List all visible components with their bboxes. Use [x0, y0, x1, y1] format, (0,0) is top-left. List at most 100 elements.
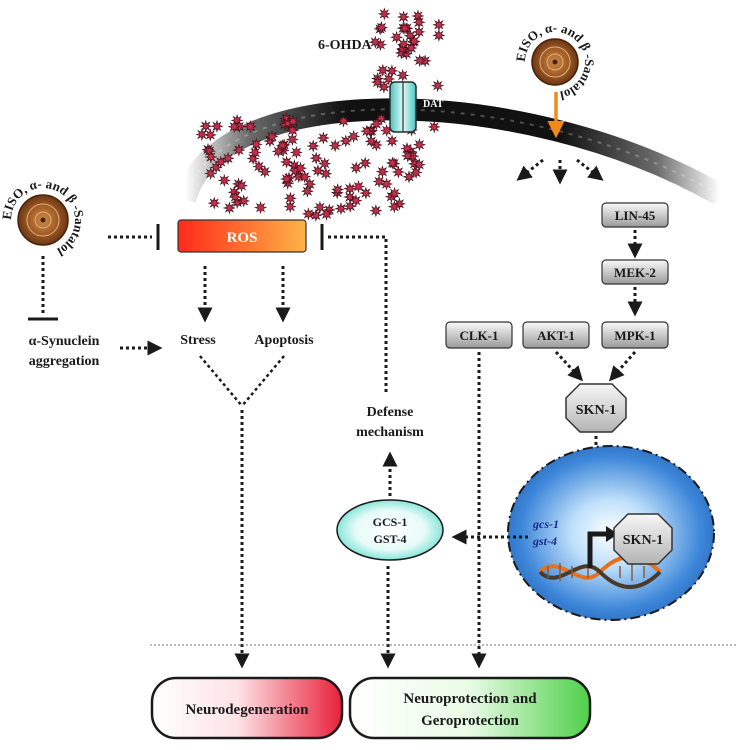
6-ohda-molecule — [396, 68, 410, 82]
6-ohda-molecule — [258, 165, 272, 179]
6-ohda-molecule — [243, 120, 258, 134]
6-ohda-molecule — [349, 161, 363, 175]
6-ohda-molecule — [227, 120, 241, 134]
6-ohda-molecule — [377, 80, 391, 94]
6-ohda-molecule — [358, 156, 372, 170]
neurodegeneration-box: Neurodegeneration — [150, 676, 344, 740]
6-ohda-molecule — [309, 151, 323, 165]
6-ohda-molecule — [396, 10, 411, 24]
6-ohda-molecule — [376, 63, 390, 77]
6-ohda-molecule — [380, 177, 394, 191]
6-ohda-molecule — [391, 165, 405, 179]
6-ohda-molecule — [371, 75, 385, 89]
6-ohda-label: 6-OHDA — [318, 38, 373, 53]
dat-label: DAT — [423, 99, 444, 110]
6-ohda-molecule — [199, 119, 213, 133]
mpk-1-label: MPK-1 — [614, 328, 655, 343]
6-ohda-molecule — [374, 20, 389, 35]
lin-45-label: LIN-45 — [615, 208, 656, 223]
6-ohda-molecule — [339, 134, 353, 148]
6-ohda-molecule — [412, 25, 426, 39]
6-ohda-molecule — [319, 207, 334, 221]
6-ohda-molecule — [217, 173, 231, 187]
6-ohda-molecule — [347, 129, 361, 143]
stress-label: Stress — [180, 333, 216, 348]
6-ohda-molecule — [293, 161, 307, 175]
arrow-akt1-skn1 — [554, 350, 584, 382]
6-ohda-molecule — [280, 172, 294, 186]
gcs-gst-oval: GCS-1 GST-4 — [336, 499, 444, 561]
6-ohda-molecule — [407, 34, 421, 48]
treatment-icon-left — [17, 194, 69, 246]
dat-transporter: DAT — [389, 81, 444, 133]
6-ohda-molecule — [298, 170, 312, 184]
apoptosis-label: Apoptosis — [254, 333, 314, 348]
skn-1-label: SKN-1 — [576, 403, 616, 418]
signal-branch-arrows — [516, 158, 604, 185]
mek-2-label: MEK-2 — [614, 265, 656, 280]
6-ohda-molecule — [431, 79, 445, 93]
6-ohda-molecule — [285, 123, 300, 137]
6-ohda-molecule — [401, 149, 415, 163]
6-ohda-molecule — [397, 37, 411, 51]
defense-inhibits-ros — [326, 235, 388, 392]
6-ohda-molecule — [343, 182, 357, 196]
akt-1-box: AKT-1 — [522, 321, 590, 349]
6-ohda-molecule — [285, 132, 299, 147]
6-ohda-molecule — [377, 7, 391, 21]
6-ohda-molecule — [349, 194, 363, 208]
gene-gst-4: gst-4 — [532, 534, 557, 548]
6-ohda-molecule — [311, 164, 325, 178]
6-ohda-molecule — [432, 18, 446, 32]
6-ohda-molecule — [385, 134, 399, 148]
6-ohda-molecule — [195, 127, 209, 142]
neuroprotection-label-line1: Neuroprotection and — [403, 691, 537, 707]
6-ohda-molecule — [286, 114, 300, 129]
6-ohda-molecule — [318, 157, 332, 171]
6-ohda-molecule — [412, 158, 426, 172]
6-ohda-molecule — [413, 53, 427, 68]
clk-1-box: CLK-1 — [445, 321, 513, 349]
6-ohda-molecule — [283, 191, 297, 205]
6-ohda-molecule — [283, 200, 297, 214]
synuclein-label-line2: aggregation — [29, 354, 100, 369]
mek-2-box: MEK-2 — [601, 259, 669, 285]
6-ohda-molecule — [387, 200, 401, 214]
6-ohda-molecule — [232, 143, 246, 157]
6-ohda-molecule — [221, 151, 235, 165]
arrow-mpk1-skn1 — [609, 351, 637, 382]
converge-stress — [199, 355, 243, 407]
6-ohda-molecule — [301, 207, 315, 221]
akt-1-label: AKT-1 — [537, 328, 575, 343]
6-ohda-molecule — [334, 202, 348, 216]
6-ohda-molecule — [398, 21, 412, 35]
6-ohda-molecule — [254, 201, 268, 215]
lin-45-box: LIN-45 — [601, 202, 669, 228]
6-ohda-molecule — [382, 72, 396, 86]
6-ohda-molecule — [369, 204, 383, 218]
6-ohda-molecule — [248, 145, 262, 160]
6-ohda-molecule — [372, 174, 386, 189]
gene-gcs-1: gcs-1 — [532, 517, 559, 531]
6-ohda-molecule — [432, 28, 446, 42]
gst-4-label: GST-4 — [374, 532, 407, 546]
ros-label: ROS — [227, 230, 258, 246]
6-ohda-molecule — [402, 170, 416, 184]
neuroprotection-label-line2: Geroprotection — [421, 713, 519, 729]
6-ohda-molecule — [210, 119, 224, 133]
skn-1-cytoplasm: SKN-1 — [565, 383, 627, 433]
6-ohda-molecule — [214, 155, 228, 169]
6-ohda-molecule — [336, 114, 351, 128]
neurodegeneration-label: Neurodegeneration — [185, 702, 309, 718]
synuclein-label-line1: α-Synuclein — [29, 334, 100, 349]
6-ohda-molecule — [427, 120, 441, 134]
6-ohda-molecule — [400, 141, 414, 156]
6-ohda-molecule — [289, 145, 303, 159]
6-ohda-molecule — [412, 15, 426, 29]
6-ohda-molecule — [271, 144, 285, 158]
6-ohda-molecule — [412, 138, 427, 152]
6-ohda-molecule — [204, 150, 218, 164]
6-ohda-molecule — [316, 131, 330, 145]
